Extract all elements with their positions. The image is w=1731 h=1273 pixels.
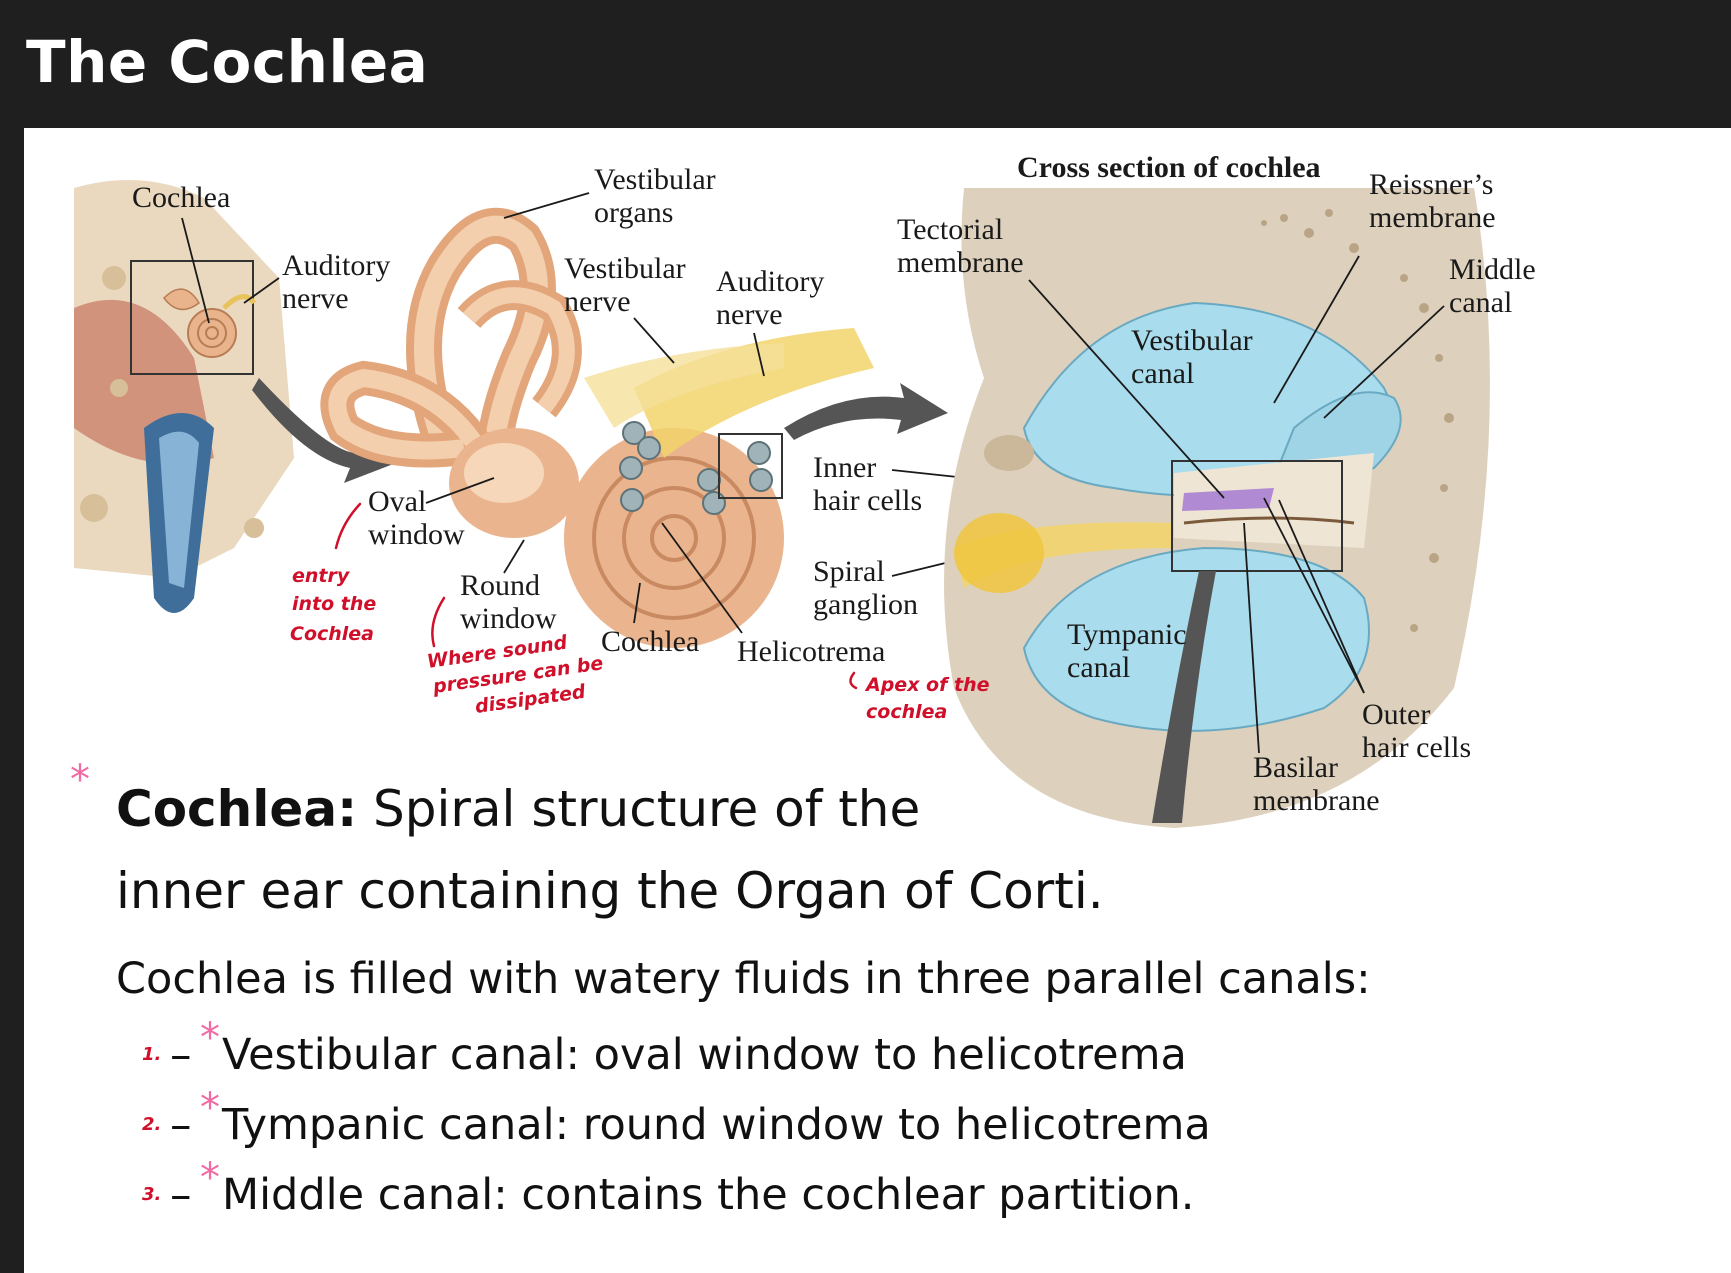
svg-text:Cochlea: Cochlea [290,623,374,645]
cross-section-title: Cross section of cochlea [1017,151,1321,184]
label-middle-canal: Middle [1449,253,1536,286]
svg-text:membrane: membrane [897,246,1024,279]
svg-text:organs: organs [594,196,673,229]
ink-bracket-oval [334,502,362,550]
slide-title: The Cochlea [26,28,429,96]
label-oval-window: Oval [368,485,426,518]
svg-text:cochlea: cochlea [866,701,947,723]
svg-text:membrane: membrane [1253,784,1380,817]
canal-text: Tympanic canal: round window to helicotr… [222,1100,1211,1150]
canal-number: 2. [142,1114,162,1135]
label-cochlea-left: Cochlea [132,181,230,214]
svg-text:canal: canal [1131,357,1194,390]
zoom-arrow-1 [252,378,396,483]
label-auditory-nerve-middle: Auditory [716,265,824,298]
svg-text:membrane: membrane [1369,201,1496,234]
label-basilar-membrane: Basilar [1253,751,1338,784]
label-auditory-nerve-left: Auditory [282,249,390,282]
label-inner-hair-cells: Inner [813,451,876,484]
canal-dash: – [170,1170,192,1220]
canal-text: Middle canal: contains the cochlear part… [222,1170,1195,1220]
svg-text:into the: into the [292,593,376,615]
label-tympanic-canal: Tympanic [1067,618,1187,651]
label-vestibular-canal: Vestibular [1131,324,1253,357]
svg-text:ganglion: ganglion [813,588,918,621]
svg-text:window: window [368,518,465,551]
canal-item-vestibular: 1. –Vestibular canal: oval window to hel… [142,1030,1187,1080]
cochlea-definition: Cochlea: Spiral structure of the inner e… [116,768,1266,932]
definition-line-2: inner ear containing the Organ of Corti. [116,862,1104,920]
skull-section-illustration [74,180,294,613]
svg-text:nerve: nerve [282,282,349,315]
zoom-arrow-2 [784,383,948,440]
canal-number: 1. [142,1044,162,1065]
canal-item-tympanic: 2. –Tympanic canal: round window to heli… [142,1100,1211,1150]
star-mark-definition: * [70,757,90,803]
label-cochlea-middle: Cochlea [601,625,699,658]
svg-text:canal: canal [1449,286,1512,319]
note-helicotrema: Apex of the [864,674,990,696]
svg-text:nerve: nerve [716,298,783,331]
canal-item-middle: 3. –Middle canal: contains the cochlear … [142,1170,1195,1220]
ink-bracket-helicotrema [849,671,858,690]
label-vestibular-organs: Vestibular [594,163,716,196]
svg-text:hair cells: hair cells [813,484,922,517]
ink-bracket-round [431,596,446,648]
label-reissners-membrane: Reissner’s [1369,168,1493,201]
label-vestibular-nerve: Vestibular [564,252,686,285]
title-bar: The Cochlea [0,0,1731,128]
label-helicotrema: Helicotrema [737,635,885,668]
definition-term: Cochlea: [116,780,358,838]
star-mark-tympanic: * [200,1085,220,1131]
canals-intro: Cochlea is filled with watery fluids in … [116,954,1371,1004]
canal-text: Vestibular canal: oval window to helicot… [222,1030,1187,1080]
svg-text:canal: canal [1067,651,1130,684]
star-mark-vestibular: * [200,1015,220,1061]
canal-dash: – [170,1100,192,1150]
label-spiral-ganglion: Spiral [813,555,885,588]
definition-line-1: Spiral structure of the [357,780,921,838]
label-tectorial-membrane: Tectorial [897,213,1003,246]
star-mark-middle: * [200,1155,220,1201]
slide-content: Cochlea Auditory nerve [24,128,1731,1273]
svg-text:nerve: nerve [564,285,631,318]
svg-text:hair cells: hair cells [1362,731,1471,764]
label-outer-hair-cells: Outer [1362,698,1430,731]
note-oval-window: entry [292,565,351,587]
label-round-window: Round [460,569,540,602]
cochlea-figure: Cochlea Auditory nerve [74,151,1536,828]
canal-dash: – [170,1030,192,1080]
svg-text:window: window [460,602,557,635]
canal-number: 3. [142,1184,162,1205]
